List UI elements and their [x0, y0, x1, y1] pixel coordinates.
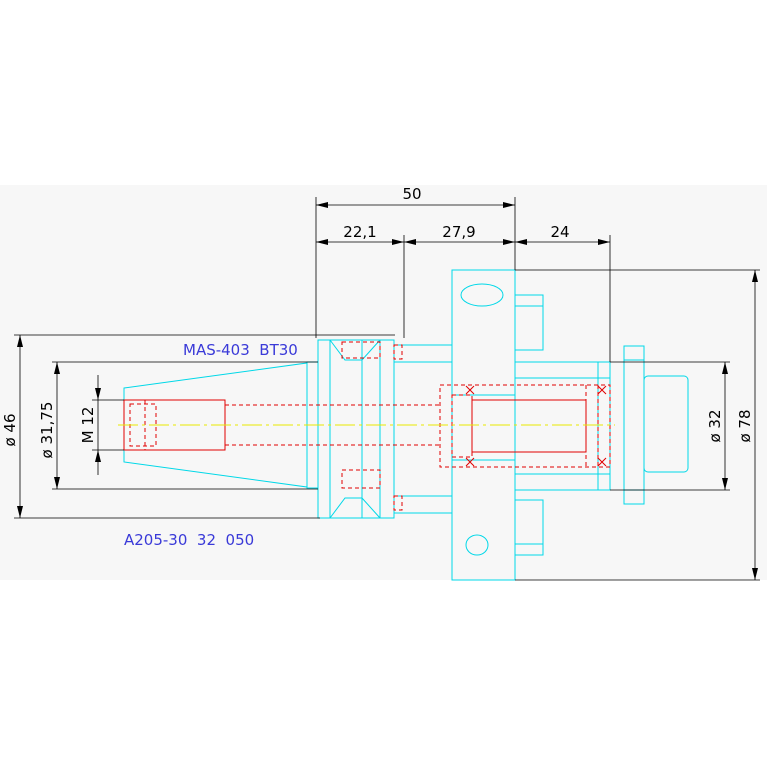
part-number-label: A205-30 32 050 [124, 531, 254, 549]
pocket-neck-top [393, 344, 403, 360]
sheet-background [0, 185, 767, 580]
plate-hole-top [460, 283, 504, 307]
screw-bore [471, 399, 587, 453]
dim-text-dia3175: ø 31,75 [38, 402, 56, 459]
pocket-neck-bottom [393, 495, 403, 511]
thread-cross-marks [465, 385, 475, 467]
thread-cross-marks-2 [597, 385, 607, 467]
pocket-top [341, 341, 381, 359]
drive-key-bottom [514, 499, 544, 556]
arrowheads [17, 202, 758, 580]
counterbore [439, 384, 611, 468]
dim-text-body: 27,9 [442, 223, 475, 241]
dimension-lines [14, 197, 760, 581]
arrows-body [404, 239, 515, 245]
holder-name-label: MAS-403 BT30 [183, 341, 298, 359]
v-groove-top [329, 339, 381, 361]
dim-text-dia78: ø 78 [736, 409, 754, 442]
hidden-lines [123, 341, 611, 511]
dim-text-arbor: 24 [550, 223, 569, 241]
drive-key-top [514, 294, 544, 351]
dim-text-m12: M 12 [79, 407, 97, 444]
dim-text-overall: 50 [402, 185, 421, 203]
v-groove-bottom [329, 497, 381, 519]
plate-hole-bottom [465, 534, 489, 556]
dim-text-dia32: ø 32 [706, 409, 724, 442]
dim-text-taper: 22,1 [343, 223, 376, 241]
screw-head [643, 375, 689, 473]
dim-text-dia46: ø 46 [1, 413, 19, 446]
